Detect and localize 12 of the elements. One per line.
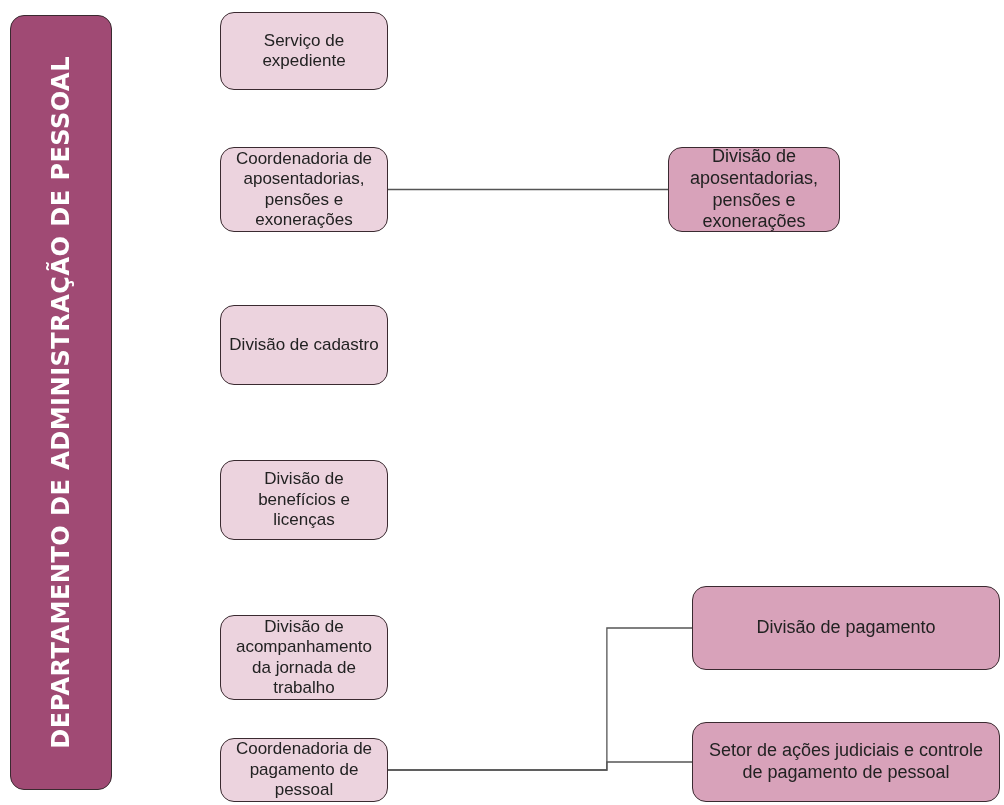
unit-box: Divisão de cadastro <box>220 305 388 385</box>
unit-box: Coordenadoria de pagamento de pessoal <box>220 738 388 802</box>
connector-line <box>387 761 693 771</box>
unit-box: Divisão de benefícios e licenças <box>220 460 388 540</box>
unit-box: Divisão de acompanhamento da jornada de trabalho <box>220 615 388 700</box>
unit-box: Divisão de pagamento <box>692 586 1000 670</box>
unit-box: Setor de ações judiciais e controle de pagamento de pessoal <box>692 722 1000 802</box>
unit-box: Serviço de expediente <box>220 12 388 90</box>
unit-box: Coordenadoria de aposentadorias, pensões e exonerações <box>220 147 388 232</box>
unit-box: Divisão de aposentadorias, pensões e exonerações <box>668 147 840 232</box>
department-banner: DEPARTAMENTO DE ADMINISTRAÇÃO DE PESSOAL <box>10 15 112 790</box>
connector-line <box>387 188 669 191</box>
